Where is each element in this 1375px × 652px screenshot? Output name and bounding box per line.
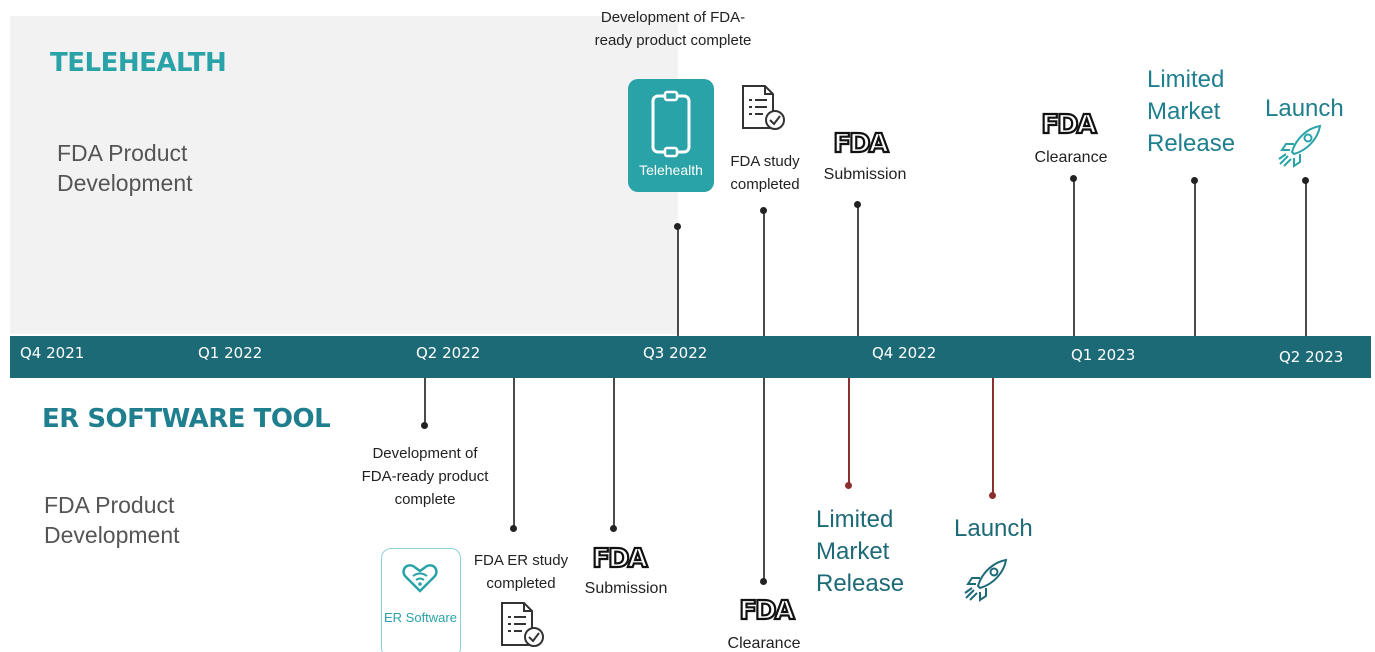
quarter-label: Q1 2022 (198, 344, 263, 362)
tele-dev-stem (677, 226, 679, 338)
er-title: ER SOFTWARE TOOL (42, 404, 331, 434)
telehealth-subtitle: FDA Product Development (57, 140, 193, 196)
fda-logo-text: FDA (1041, 110, 1096, 138)
tele-clearance-label: Clearance (1034, 149, 1108, 166)
tele-clearance-dot (1070, 175, 1077, 182)
er-launch-label: Launch (954, 515, 1033, 542)
tele-launch-label: Launch (1265, 95, 1344, 122)
er-launch-stem (992, 368, 994, 496)
quarter-label: Q4 2021 (20, 344, 85, 362)
tele-limited-dot (1191, 177, 1198, 184)
rocket-icon (1278, 124, 1322, 168)
quarter-label: Q2 2022 (416, 344, 481, 362)
rocket-icon (964, 558, 1008, 602)
er-software-tile: ER Software (381, 548, 461, 652)
tele-launch-dot (1302, 177, 1309, 184)
tele-limited-label: Limited Market Release (1147, 66, 1236, 157)
tele-dev-dot (674, 223, 681, 230)
document-check-icon (742, 85, 785, 130)
fda-logo-text: FDA (739, 596, 794, 624)
er-study-dot (510, 525, 517, 532)
telehealth-panel (10, 16, 678, 334)
quarter-label: Q1 2023 (1071, 346, 1136, 364)
telehealth-title: TELEHEALTH (50, 48, 227, 78)
tele-limited-stem (1194, 180, 1196, 338)
telehealth-tile: Telehealth (628, 79, 714, 192)
er-limited-stem (848, 376, 850, 486)
er-dev-dot (421, 422, 428, 429)
er-dev-stem (424, 376, 426, 426)
fda-logo-icon: FDA (738, 596, 798, 624)
er-subtitle: FDA Product Development (44, 492, 180, 548)
er-submission-label: Submission (584, 580, 668, 597)
tele-study-stem (763, 210, 765, 582)
er-clearance-label: Clearance (727, 635, 801, 652)
tele-submission-label: Submission (823, 166, 907, 183)
tele-dev-label: Development of FDA-ready product complet… (594, 9, 752, 49)
heart-wifi-icon (402, 564, 438, 593)
tele-study-dot (760, 207, 767, 214)
er-dev-label: Development of FDA-ready product complet… (361, 445, 489, 508)
fda-logo-icon: FDA (591, 544, 651, 572)
quarter-label: Q3 2022 (643, 344, 708, 362)
er-launch-dot (989, 492, 996, 499)
fda-logo-icon: FDA (832, 129, 891, 157)
tele-launch-stem (1305, 180, 1307, 338)
fda-logo-icon: FDA (1040, 110, 1100, 138)
er-study-stem (513, 376, 515, 528)
tele-submission-stem (857, 204, 859, 338)
document-check-icon (501, 602, 544, 647)
er-limited-dot (845, 482, 852, 489)
tele-study-dot-bottom (760, 578, 767, 585)
quarter-label: Q2 2023 (1279, 348, 1344, 366)
fda-logo-text: FDA (592, 544, 647, 572)
telehealth-tile-label: Telehealth (639, 162, 703, 178)
tele-submission-dot (854, 201, 861, 208)
timeline-band (10, 336, 1371, 378)
tele-clearance-stem (1073, 178, 1075, 338)
er-submission-stem (613, 376, 615, 528)
er-limited-label: Limited Market Release (816, 506, 905, 597)
tablet-icon (651, 90, 691, 158)
tele-study-label: FDA study completed (730, 153, 800, 193)
quarter-label: Q4 2022 (872, 344, 937, 362)
er-submission-dot (610, 525, 617, 532)
er-study-label: FDA ER study completed (473, 552, 569, 592)
fda-logo-text: FDA (833, 129, 888, 157)
er-software-tile-label: ER Software (384, 610, 457, 625)
